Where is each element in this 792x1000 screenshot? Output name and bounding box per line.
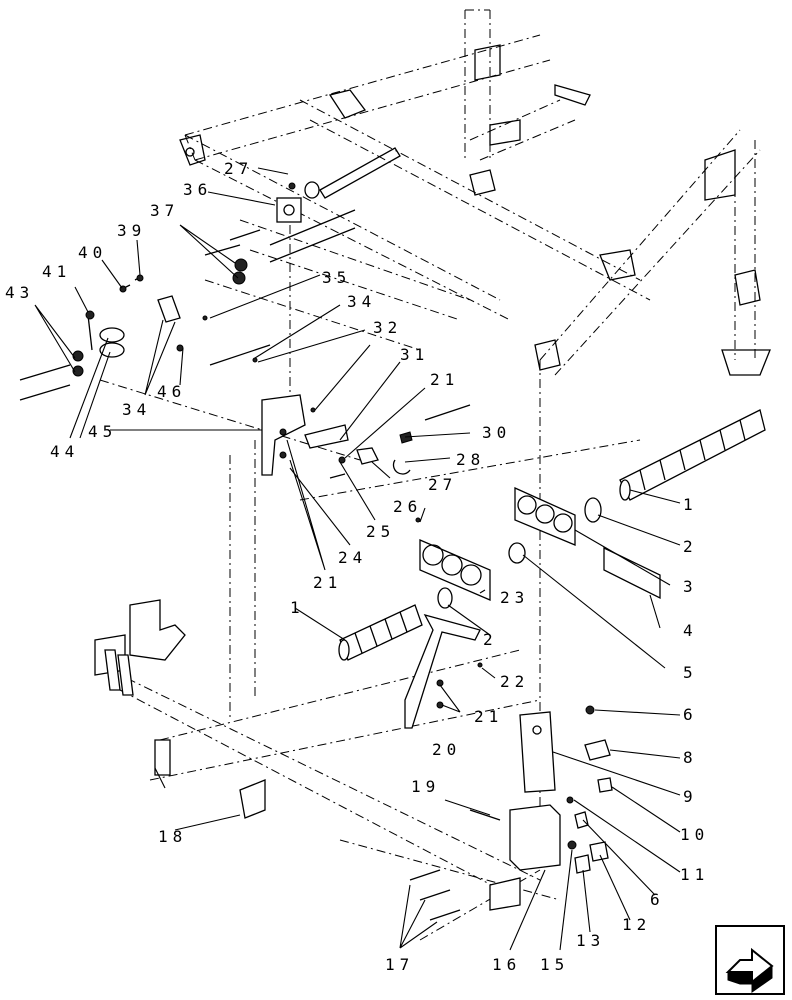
callout-45: 45 xyxy=(88,422,117,441)
callout-9: 9 xyxy=(683,787,698,806)
callout-41: 41 xyxy=(42,262,71,281)
callout-32: 32 xyxy=(373,318,402,337)
leader-lines xyxy=(34,167,681,951)
callout-37: 37 xyxy=(150,201,179,220)
callout-31: 31 xyxy=(400,345,429,364)
callout-43: 43 xyxy=(5,283,34,302)
callout-6: 6 xyxy=(650,890,665,909)
callout-11: 11 xyxy=(680,865,709,884)
callout-5: 5 xyxy=(683,663,698,682)
callout-2: 2 xyxy=(683,537,698,556)
callout-21: 21 xyxy=(430,370,459,389)
next-page-arrow-icon xyxy=(725,947,774,993)
callout-13: 13 xyxy=(576,931,605,950)
callout-46: 46 xyxy=(157,382,186,401)
callout-30: 30 xyxy=(482,423,511,442)
callout-21: 21 xyxy=(474,707,503,726)
callout-25: 25 xyxy=(366,522,395,541)
callout-12: 12 xyxy=(622,915,651,934)
callout-18: 18 xyxy=(158,827,187,846)
callout-34: 34 xyxy=(122,400,151,419)
callout-40: 40 xyxy=(78,243,107,262)
callout-4: 4 xyxy=(683,621,698,640)
next-page-button[interactable] xyxy=(715,925,785,995)
callout-34: 34 xyxy=(347,292,376,311)
callout-23: 23 xyxy=(500,588,529,607)
callout-27: 27 xyxy=(428,475,457,494)
callout-39: 39 xyxy=(117,221,146,240)
callout-15: 15 xyxy=(540,955,569,974)
callout-16: 16 xyxy=(492,955,521,974)
hose-clamps xyxy=(415,486,661,609)
callout-19: 19 xyxy=(411,777,440,796)
callout-1: 1 xyxy=(683,495,698,514)
fitting-parts xyxy=(19,181,356,401)
callout-28: 28 xyxy=(456,450,485,469)
mounting-bracket xyxy=(261,394,471,479)
callout-17: 17 xyxy=(385,955,414,974)
callout-26: 26 xyxy=(393,497,422,516)
callout-27: 27 xyxy=(224,159,253,178)
callout-44: 44 xyxy=(50,442,79,461)
corrugated-hoses xyxy=(338,409,766,661)
lower-bracket-assembly xyxy=(94,599,613,921)
callout-labels: 1 1 2 2 3 4 5 6 6 8 9 10 11 12 13 15 16 … xyxy=(5,159,709,974)
callout-36: 36 xyxy=(183,180,212,199)
callout-20: 20 xyxy=(432,740,461,759)
callout-2: 2 xyxy=(483,630,498,649)
callout-21: 21 xyxy=(313,573,342,592)
callout-10: 10 xyxy=(680,825,709,844)
callout-24: 24 xyxy=(338,548,367,567)
callout-22: 22 xyxy=(500,672,529,691)
callout-6: 6 xyxy=(683,705,698,724)
callout-35: 35 xyxy=(322,268,351,287)
frame-brackets xyxy=(179,44,771,376)
callout-3: 3 xyxy=(683,577,698,596)
callout-1: 1 xyxy=(290,598,305,617)
callout-8: 8 xyxy=(683,748,698,767)
